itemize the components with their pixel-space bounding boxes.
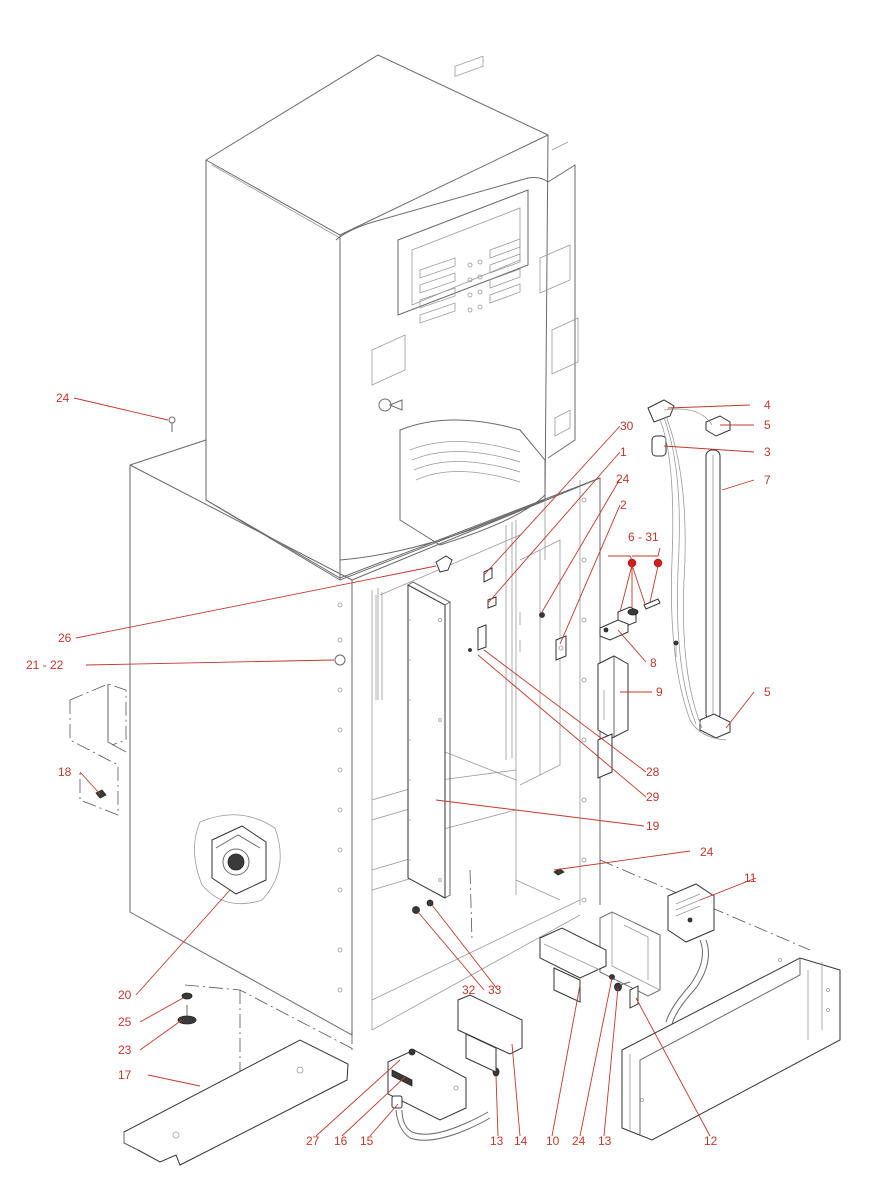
part-8-lock-plate xyxy=(599,619,629,641)
part-17-base-plate xyxy=(123,1039,349,1166)
callout-5-top: 5 xyxy=(764,418,771,432)
callout-2: 2 xyxy=(620,498,627,512)
part-7-fluorescent-tube xyxy=(705,449,721,721)
callout-21-22: 21 - 22 xyxy=(26,658,64,672)
part-23-foot xyxy=(177,1005,197,1025)
callout-24-mid: 24 xyxy=(616,472,630,486)
bottom-right-panel xyxy=(621,957,841,1141)
part-4-lamp-holder xyxy=(647,399,675,423)
callout-labels: 24 30 1 24 2 4 5 3 7 6 - 31 8 5 9 26 21 … xyxy=(26,391,771,1148)
selection-buttons xyxy=(419,238,521,324)
vending-machine-upper xyxy=(205,54,579,581)
callout-13-right: 13 xyxy=(598,1134,612,1148)
callout-12: 12 xyxy=(704,1134,718,1148)
callout-24-bottom: 24 xyxy=(572,1134,586,1148)
part-13-bolt-right xyxy=(614,981,631,992)
callout-9: 9 xyxy=(656,685,663,699)
callout-10: 10 xyxy=(546,1134,560,1148)
lamp-wiring xyxy=(659,408,727,741)
part-21-22-ring xyxy=(334,654,346,666)
side-bracket-outline xyxy=(69,683,127,816)
part-16-27-board xyxy=(387,1048,467,1121)
part-32-33-fasteners xyxy=(412,899,434,914)
callout-19: 19 xyxy=(646,819,660,833)
callout-5-bottom: 5 xyxy=(764,685,771,699)
callout-26: 26 xyxy=(58,631,72,645)
callout-29: 29 xyxy=(646,790,660,804)
callout-18: 18 xyxy=(58,765,72,779)
callout-32: 32 xyxy=(462,983,476,997)
part-19-panel xyxy=(407,581,452,899)
callout-8: 8 xyxy=(650,656,657,670)
part-25-washer xyxy=(181,992,193,1000)
part-3-starter xyxy=(651,435,667,457)
part-9-lock-housing xyxy=(597,655,629,779)
callout-25: 25 xyxy=(118,1015,132,1029)
callout-1: 1 xyxy=(620,445,627,459)
callout-6-31: 6 - 31 xyxy=(628,530,659,544)
part-10-bracket xyxy=(539,927,607,1003)
callout-7: 7 xyxy=(764,473,771,487)
callout-20: 20 xyxy=(118,988,132,1002)
part-15-cable xyxy=(391,1095,491,1141)
callout-17: 17 xyxy=(118,1068,132,1082)
part-26-clip xyxy=(435,555,453,573)
guide-line xyxy=(469,869,473,941)
callout-11: 11 xyxy=(744,871,757,885)
callout-28: 28 xyxy=(646,765,660,779)
part-20-fan xyxy=(194,814,281,905)
callout-24-top: 24 xyxy=(56,391,70,405)
part-12-housing xyxy=(599,911,661,1009)
guide-line xyxy=(184,984,356,1051)
mounting-holes xyxy=(337,497,587,993)
callout-4: 4 xyxy=(764,398,771,412)
callout-3: 3 xyxy=(764,445,771,459)
callout-24-lower: 24 xyxy=(700,845,714,859)
callout-16: 16 xyxy=(334,1134,348,1148)
part-24-screw-top xyxy=(168,416,176,432)
part-1-clip xyxy=(487,596,497,609)
part-11-cable xyxy=(665,939,709,1025)
part-5-lamp-clip-top xyxy=(705,415,731,437)
part-5-lamp-clip-bottom xyxy=(699,713,731,739)
part-14-bracket xyxy=(457,994,523,1073)
callout-14: 14 xyxy=(514,1134,528,1148)
callout-23: 23 xyxy=(118,1043,132,1057)
callout-15: 15 xyxy=(360,1134,374,1148)
part-28-hinge xyxy=(468,624,487,652)
part-2-plate xyxy=(555,635,567,661)
part-24-screw-mid xyxy=(539,612,545,618)
callout-27: 27 xyxy=(306,1134,320,1148)
callout-33: 33 xyxy=(488,983,502,997)
marker-dots xyxy=(627,558,663,568)
callout-30: 30 xyxy=(620,419,634,433)
leader-lines xyxy=(73,397,757,1137)
part-24-screw-lower xyxy=(553,868,565,876)
key-lock-icon xyxy=(378,398,403,412)
cabinet-base xyxy=(129,439,601,1036)
callout-13-left: 13 xyxy=(490,1134,504,1148)
part-11-circuit-board xyxy=(667,883,715,943)
